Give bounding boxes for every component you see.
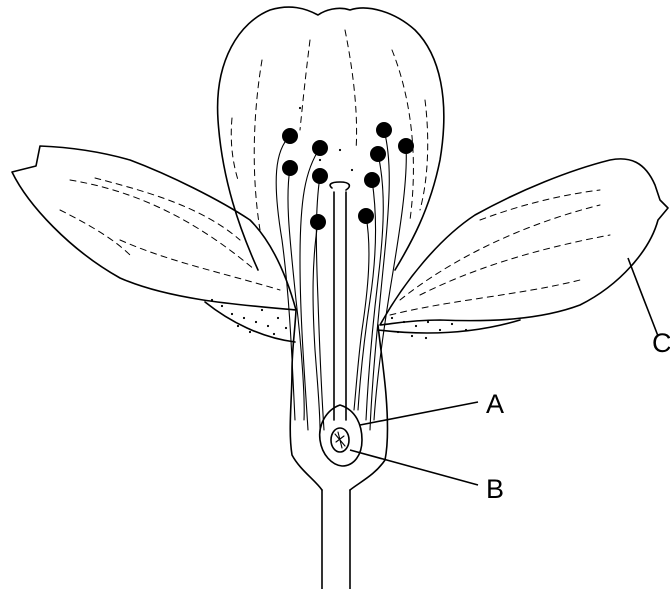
- anther: [312, 140, 328, 156]
- right-petal: [378, 159, 668, 333]
- leader-line-a: [360, 402, 478, 425]
- filaments: [276, 130, 406, 430]
- ovule: [331, 428, 349, 452]
- receptacle: [290, 310, 387, 490]
- style: [330, 182, 349, 420]
- stippling: [211, 107, 467, 339]
- anther: [282, 160, 298, 176]
- left-petal: [12, 146, 296, 342]
- ovary: [320, 405, 362, 466]
- label-c: C: [652, 328, 670, 358]
- stem: [322, 490, 350, 589]
- anther: [376, 122, 392, 138]
- anther: [312, 168, 328, 184]
- anther: [358, 208, 374, 224]
- leader-line-b: [350, 450, 478, 485]
- label-b: B: [486, 474, 504, 504]
- anther: [310, 214, 326, 230]
- leader-lines: [350, 258, 658, 485]
- anther: [398, 138, 414, 154]
- leader-line-c: [628, 258, 658, 336]
- top-petal: [218, 7, 444, 270]
- anther: [282, 128, 298, 144]
- anther: [364, 172, 380, 188]
- label-a: A: [486, 389, 504, 419]
- anther: [370, 146, 386, 162]
